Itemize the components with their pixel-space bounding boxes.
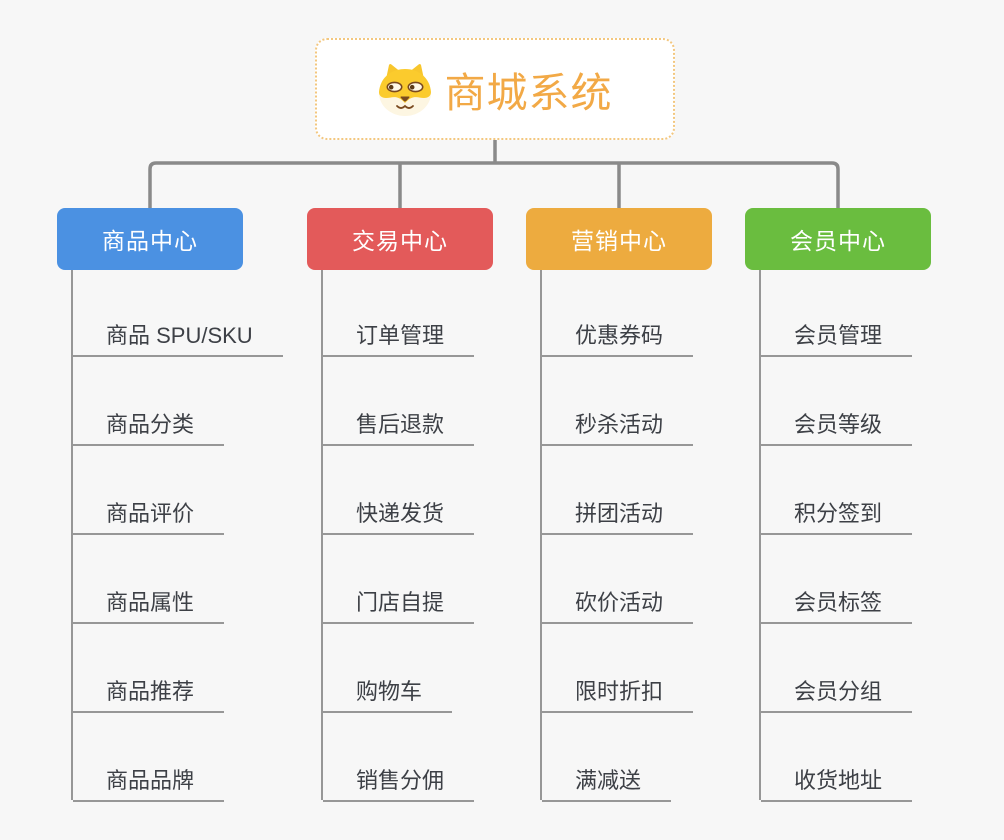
branch-children-3: 优惠券码秒杀活动拼团活动砍价活动限时折扣满减送 <box>540 270 694 802</box>
child-node[interactable]: 积分签到 <box>761 495 913 535</box>
child-node[interactable]: 购物车 <box>323 673 453 713</box>
child-node[interactable]: 售后退款 <box>323 406 475 446</box>
child-node[interactable]: 销售分佣 <box>323 762 475 802</box>
branch-label: 交易中心 <box>352 228 448 254</box>
child-node[interactable]: 商品 SPU/SKU <box>73 317 283 357</box>
child-node[interactable]: 满减送 <box>542 762 672 802</box>
child-node[interactable]: 拼团活动 <box>542 495 694 535</box>
branch-label: 商品中心 <box>102 228 198 254</box>
branch-node-2[interactable]: 交易中心 <box>307 208 493 270</box>
child-node[interactable]: 商品推荐 <box>73 673 225 713</box>
child-node[interactable]: 会员管理 <box>761 317 913 357</box>
branch-children-2: 订单管理售后退款快递发货门店自提购物车销售分佣 <box>321 270 475 802</box>
root-node[interactable]: 商城系统 <box>315 38 675 140</box>
child-node[interactable]: 会员标签 <box>761 584 913 624</box>
branch-node-3[interactable]: 营销中心 <box>526 208 712 270</box>
child-node[interactable]: 会员等级 <box>761 406 913 446</box>
child-node[interactable]: 商品分类 <box>73 406 225 446</box>
child-node[interactable]: 订单管理 <box>323 317 475 357</box>
child-node[interactable]: 会员分组 <box>761 673 913 713</box>
dog-face-icon <box>378 64 431 116</box>
child-node[interactable]: 门店自提 <box>323 584 475 624</box>
branch-children-4: 会员管理会员等级积分签到会员标签会员分组收货地址 <box>759 270 913 802</box>
branch-children-1: 商品 SPU/SKU 商品分类商品评价商品属性商品推荐商品品牌 <box>71 270 283 802</box>
root-title: 商城系统 <box>444 70 613 116</box>
child-node[interactable]: 快递发货 <box>323 495 475 535</box>
child-node[interactable]: 砍价活动 <box>542 584 694 624</box>
branch-label: 会员中心 <box>790 228 886 254</box>
child-node[interactable]: 商品属性 <box>73 584 225 624</box>
child-node[interactable]: 收货地址 <box>761 762 913 802</box>
child-node[interactable]: 限时折扣 <box>542 673 694 713</box>
branch-label: 营销中心 <box>571 228 667 254</box>
child-node[interactable]: 秒杀活动 <box>542 406 694 446</box>
branch-node-1[interactable]: 商品中心 <box>57 208 243 270</box>
child-node[interactable]: 优惠券码 <box>542 317 694 357</box>
child-node[interactable]: 商品品牌 <box>73 762 225 802</box>
branch-node-4[interactable]: 会员中心 <box>745 208 931 270</box>
child-node[interactable]: 商品评价 <box>73 495 225 535</box>
